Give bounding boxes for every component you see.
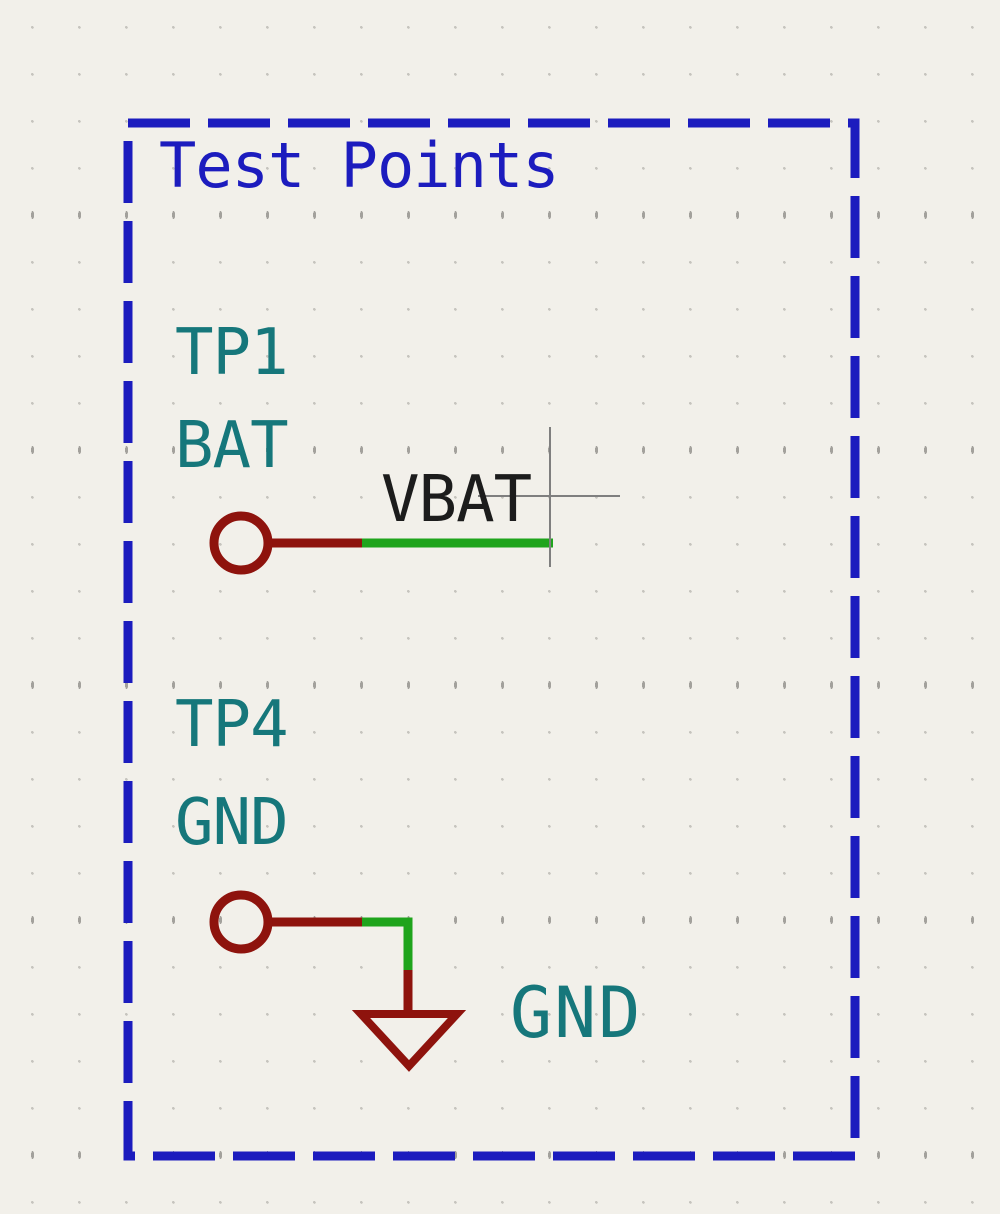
tp1-test-point-circle-icon[interactable] bbox=[209, 511, 273, 575]
group-title[interactable]: Test Points bbox=[159, 129, 560, 202]
cursor-crosshair-icon bbox=[478, 427, 620, 567]
tp4-reference-label[interactable]: TP4 bbox=[175, 688, 289, 762]
gnd-power-net-label[interactable]: GND bbox=[510, 972, 643, 1054]
group-boundary-box[interactable] bbox=[123, 118, 860, 1161]
gnd-symbol-triangle-icon[interactable] bbox=[351, 1010, 467, 1072]
tp1-reference-label[interactable]: TP1 bbox=[175, 316, 289, 390]
wire-gnd[interactable] bbox=[362, 917, 413, 970]
tp4-value-label[interactable]: GND bbox=[175, 786, 289, 860]
vbat-net-label[interactable]: VBAT bbox=[381, 463, 532, 537]
tp1-value-label[interactable]: BAT bbox=[175, 409, 289, 483]
tp4-test-point-circle-icon[interactable] bbox=[209, 890, 273, 954]
